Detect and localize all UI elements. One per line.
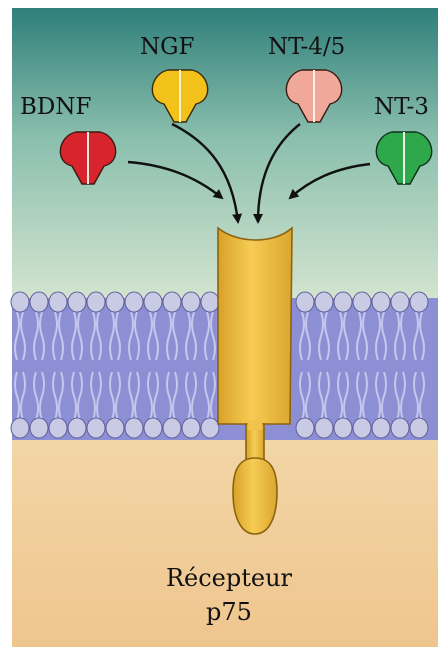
lipid-head — [125, 292, 143, 312]
lipid-head — [30, 292, 48, 312]
nt45-label: NT-4/5 — [268, 36, 345, 59]
lipid-head — [125, 418, 143, 438]
lipid-head — [391, 292, 409, 312]
lipid-head — [410, 418, 428, 438]
receptor-label: Récepteur — [10, 566, 438, 590]
lipid-head — [87, 292, 105, 312]
lipid-head — [144, 418, 162, 438]
lipid-head — [201, 418, 219, 438]
lipid-head — [87, 418, 105, 438]
lipid-head — [296, 418, 314, 438]
lipid-head — [410, 292, 428, 312]
lipid-head — [49, 292, 67, 312]
lipid-head — [11, 418, 29, 438]
lipid-head — [68, 292, 86, 312]
lipid-head — [201, 292, 219, 312]
lipid-head — [163, 292, 181, 312]
lipid-head — [106, 418, 124, 438]
lipid-head — [353, 292, 371, 312]
lipid-head — [315, 418, 333, 438]
lipid-head — [296, 292, 314, 312]
lipid-head — [334, 292, 352, 312]
lipid-head — [30, 418, 48, 438]
receptor-name-label: p75 — [10, 600, 438, 624]
bdnf-label: BDNF — [20, 96, 91, 119]
ngf-label: NGF — [140, 36, 194, 59]
lipid-head — [372, 418, 390, 438]
lipid-head — [163, 418, 181, 438]
lipid-head — [391, 418, 409, 438]
lipid-head — [182, 292, 200, 312]
lipid-head — [353, 418, 371, 438]
lipid-head — [11, 292, 29, 312]
lipid-head — [144, 292, 162, 312]
lipid-head — [334, 418, 352, 438]
lipid-head — [372, 292, 390, 312]
lipid-head — [49, 418, 67, 438]
lipid-head — [315, 292, 333, 312]
nt3-label: NT-3 — [374, 96, 429, 119]
lipid-head — [106, 292, 124, 312]
lipid-head — [68, 418, 86, 438]
lipid-head — [182, 418, 200, 438]
